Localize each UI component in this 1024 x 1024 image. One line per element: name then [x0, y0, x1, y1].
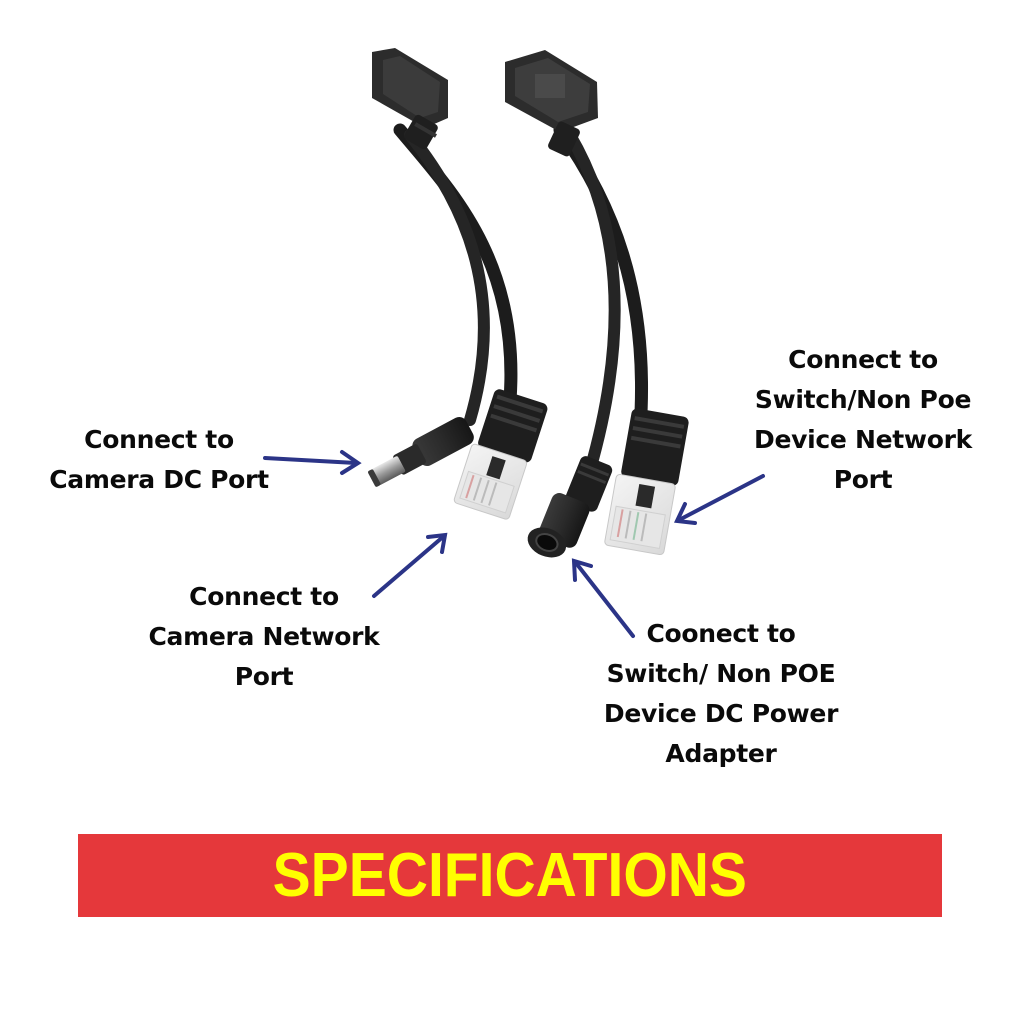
dc-male-plug: [368, 416, 474, 487]
specifications-banner: SPECIFICATIONS: [78, 834, 942, 917]
label-line: Port: [833, 465, 893, 494]
left-female-rj45-coupler: [372, 48, 448, 150]
label-line: Switch/ Non POE: [606, 659, 836, 688]
dc-female-jack: [527, 456, 613, 558]
right-female-rj45-coupler: [505, 50, 598, 157]
label-switch-network-port: Connect to Switch/Non Poe Device Network…: [732, 340, 994, 500]
left-rj45-male-plug: [453, 389, 548, 520]
label-line: Connect to: [788, 345, 938, 374]
label-line: Adapter: [665, 739, 777, 768]
label-line: Port: [234, 662, 294, 691]
right-rj45-male-plug: [604, 408, 689, 556]
label-camera-network-port: Connect to Camera Network Port: [128, 577, 400, 697]
specifications-title: SPECIFICATIONS: [272, 841, 748, 910]
label-line: Device Network: [754, 425, 972, 454]
left-splitter-cable: [368, 48, 548, 520]
label-line: Switch/Non Poe: [754, 385, 972, 414]
label-camera-dc-port: Connect to Camera DC Port: [34, 420, 284, 500]
arrow-to-left-rj45: [372, 532, 448, 598]
right-splitter-cable: [505, 50, 689, 558]
arrow-to-right-rj45: [673, 474, 765, 525]
label-line: Device DC Power: [603, 699, 839, 728]
label-line: Camera Network: [148, 622, 380, 651]
label-line: Connect to: [84, 425, 234, 454]
label-switch-dc-power-adapter: Coonect to Switch/ Non POE Device DC Pow…: [585, 614, 857, 774]
arrow-to-dc-female: [571, 558, 635, 638]
label-line: Connect to: [189, 582, 339, 611]
label-line: Camera DC Port: [49, 465, 269, 494]
arrow-to-dc-male: [263, 450, 362, 475]
label-line: Coonect to: [646, 619, 796, 648]
